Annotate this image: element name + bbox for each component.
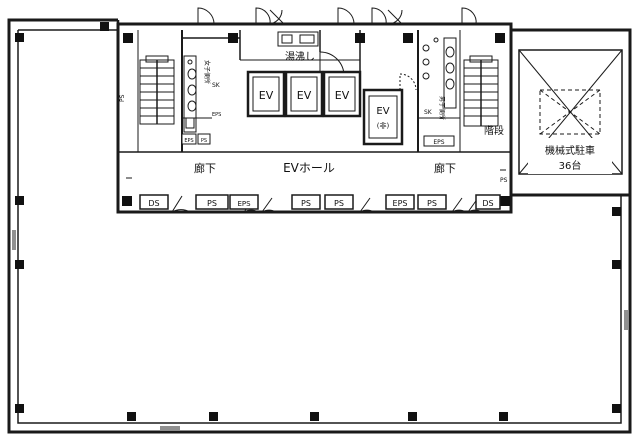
ps-3-label: PS bbox=[334, 199, 344, 208]
eps-text-left: EPS bbox=[212, 112, 221, 118]
elevator-2-label: EV bbox=[297, 89, 312, 102]
elevator-1: EV bbox=[246, 70, 286, 118]
door-emergency-ev bbox=[399, 73, 417, 91]
sk-left-label: SK bbox=[212, 82, 221, 89]
ev-hall-label: EVホール bbox=[283, 161, 335, 175]
elevator-3: EV bbox=[322, 70, 362, 118]
elevator-3-label: EV bbox=[335, 89, 350, 102]
parking-count: 36台 bbox=[559, 159, 582, 172]
ds-right-label: DS bbox=[482, 199, 493, 208]
toilet-right bbox=[422, 37, 457, 109]
ps-1-label: PS bbox=[207, 199, 217, 208]
elevator-2: EV bbox=[284, 70, 324, 118]
eps-2-label: EPS bbox=[393, 199, 408, 208]
elevator-emergency-label: EV bbox=[376, 106, 389, 117]
elevator-emergency: EV (非) bbox=[362, 88, 404, 146]
ps-2-label: PS bbox=[301, 199, 311, 208]
elevator-1-label: EV bbox=[259, 89, 274, 102]
ps-4-label: PS bbox=[427, 199, 437, 208]
rouka-left-label: 廊下 bbox=[194, 161, 216, 175]
top-doors bbox=[197, 7, 477, 25]
ps-side-left-label: PS bbox=[119, 94, 126, 102]
eps-small-left-label: EPS bbox=[184, 138, 193, 144]
stair-left bbox=[139, 55, 175, 125]
sk-right-label: SK bbox=[424, 109, 433, 116]
rouka-right-label: 廊下 bbox=[434, 161, 456, 175]
eps-small-right-label: EPS bbox=[433, 139, 444, 146]
toilet-left bbox=[183, 55, 197, 133]
eps-1-label: EPS bbox=[237, 200, 251, 208]
toilet-right-label: 男子便所 bbox=[438, 96, 446, 120]
yutoshitsu-label: 湯沸し bbox=[285, 50, 315, 63]
core-columns bbox=[122, 33, 510, 206]
parking-label: 機械式駐車 bbox=[545, 144, 595, 157]
ps-small-left-label: PS bbox=[201, 138, 207, 144]
toilet-left-label: 女子便所 bbox=[203, 60, 211, 84]
columns bbox=[15, 22, 621, 421]
eps-small-right bbox=[423, 135, 455, 147]
elevator-emergency-sub: (非) bbox=[377, 121, 390, 130]
kaidan-label: 階段 bbox=[484, 124, 504, 137]
ps-side-right-label: PS bbox=[500, 177, 508, 184]
shaft-row bbox=[139, 194, 501, 210]
stair-right bbox=[463, 55, 499, 127]
ds-left-label: DS bbox=[148, 199, 159, 208]
eps-ps-small-left bbox=[181, 133, 211, 145]
